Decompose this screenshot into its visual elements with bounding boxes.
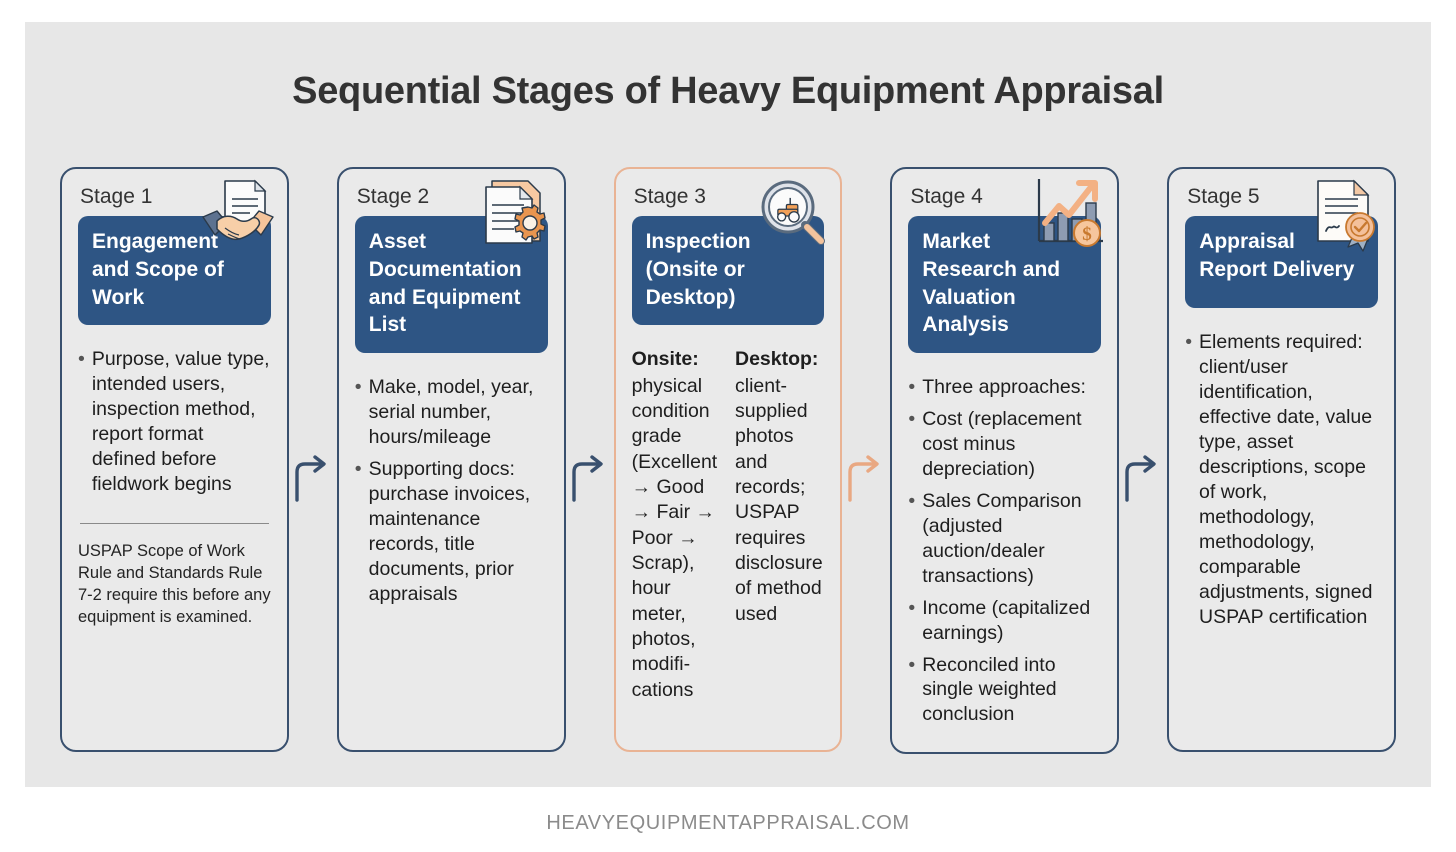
- content-panel: Sequential Stages of Heavy Equipment App…: [25, 22, 1431, 787]
- list-item: • Reconciled into single weighted conclu…: [908, 653, 1101, 728]
- bullet-dot: •: [908, 489, 916, 512]
- stage-card-1[interactable]: Stage 1 Engagement and Scope of Work • P…: [60, 167, 289, 752]
- bullet-dot: •: [908, 653, 916, 676]
- stage-card-5[interactable]: Stage 5 Appraisal Report Delivery • Elem…: [1167, 167, 1396, 752]
- footer-site-name: HEAVYEQUIPMENTAPPRAISAL.COM: [546, 812, 910, 834]
- list-item: • Purpose, value type, intended users, i…: [78, 347, 271, 497]
- stage-bullets: • Purpose, value type, intended users, i…: [78, 347, 271, 497]
- stage-columns: Onsite: physical condition grade (Excell…: [632, 347, 825, 703]
- bullet-dot: •: [908, 407, 916, 430]
- arrow-stage2-to-stage3: [566, 167, 614, 752]
- stage-heading: Inspection (Onsite or Desktop): [631, 216, 825, 326]
- stage-label: Stage 3: [633, 185, 706, 208]
- column-text: physical condition grade (Excellent → Go…: [631, 374, 718, 701]
- bullet-text: Cost (replacement cost minus depreciatio…: [922, 407, 1082, 480]
- list-item: • Three approaches:: [908, 375, 1101, 400]
- bullet-dot: •: [908, 596, 916, 619]
- divider: [80, 522, 269, 524]
- stage-bullets: • Three approaches: • Cost (replacement …: [908, 375, 1101, 727]
- stage-label: Stage 4: [910, 185, 983, 208]
- bullet-text: Income (capitalized earnings): [922, 596, 1091, 644]
- column-text: client-supplied photos and records; USPA…: [734, 374, 823, 625]
- arrow-stage4-to-stage5: [1119, 167, 1167, 752]
- bullet-text: Sales Comparison (adjusted auction/deale…: [922, 489, 1082, 587]
- stage-heading: Market Research and Valuation Analysis: [908, 216, 1102, 353]
- stage-label: Stage 1: [80, 185, 153, 208]
- stage-label: Stage 5: [1187, 185, 1260, 208]
- list-item: • Sales Comparison (adjusted auction/dea…: [908, 489, 1101, 589]
- bullet-dot: •: [354, 375, 362, 398]
- bullet-text: Make, model, year, serial number, hours/…: [368, 375, 534, 448]
- stage-bullets: • Elements required: client/user identif…: [1185, 330, 1378, 629]
- bullet-text: Supporting docs: purchase invoices, main…: [368, 457, 531, 605]
- page-title: Sequential Stages of Heavy Equipment App…: [292, 70, 1164, 112]
- bullet-text: Reconciled into single weighted conclusi…: [922, 653, 1057, 726]
- stage-card-2[interactable]: Stage 2 Asset Documentation and Equipmen…: [336, 167, 566, 752]
- bullet-dot: •: [354, 457, 362, 480]
- stage-heading: Appraisal Report Delivery: [1185, 216, 1378, 309]
- bullet-dot: •: [908, 375, 916, 398]
- list-item: • Elements required: client/user identif…: [1185, 330, 1378, 629]
- stage-card-3[interactable]: Stage 3 Inspection (Onsite or Desktop) O…: [613, 167, 843, 752]
- list-item: • Cost (replacement cost minus depreciat…: [908, 407, 1101, 482]
- list-item: • Make, model, year, serial number, hour…: [355, 375, 548, 450]
- bullet-text: Purpose, value type, intended users, ins…: [91, 348, 270, 496]
- list-item: • Supporting docs: purchase invoices, ma…: [355, 457, 548, 607]
- bullet-dot: •: [78, 348, 85, 371]
- stage-card-4[interactable]: $ Stage 4 Market Research and Valuation …: [890, 167, 1120, 755]
- list-item: • Income (capitalized earnings): [908, 596, 1101, 646]
- bullet-text: Three approaches:: [922, 375, 1086, 398]
- arrow-stage1-to-stage2: [289, 167, 337, 752]
- column-desktop: Desktop: client-supplied photos and reco…: [735, 347, 824, 703]
- stage-bullets: • Make, model, year, serial number, hour…: [355, 375, 548, 607]
- stage-heading: Engagement and Scope of Work: [78, 216, 271, 326]
- stage-note: USPAP Scope of Work Rule and Standards R…: [78, 541, 271, 627]
- column-header: Desktop:: [734, 348, 819, 371]
- bullet-text: Elements required: client/user identific…: [1199, 331, 1373, 628]
- stage-heading: Asset Documentation and Equipment List: [354, 216, 548, 353]
- column-header: Onsite:: [631, 348, 699, 371]
- stage-label: Stage 2: [356, 185, 430, 208]
- arrow-stage3-to-stage4: [842, 167, 890, 752]
- column-onsite: Onsite: physical condition grade (Excell…: [632, 347, 721, 703]
- stages-row: Stage 1 Engagement and Scope of Work • P…: [60, 167, 1396, 755]
- bullet-dot: •: [1185, 331, 1193, 354]
